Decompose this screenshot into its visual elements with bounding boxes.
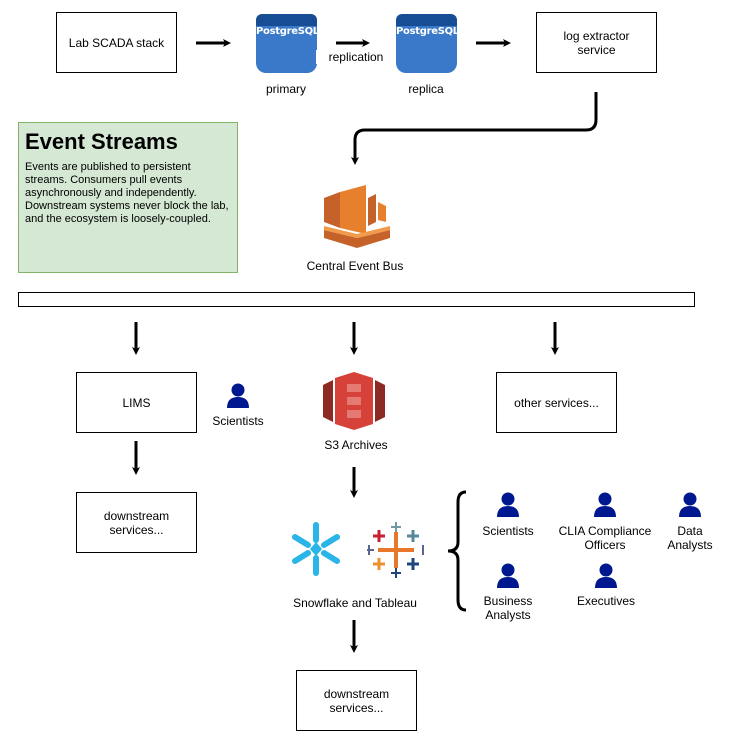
primary-label: primary <box>265 82 306 96</box>
s3-label: S3 Archives <box>324 438 388 452</box>
tableau-icon <box>367 522 424 578</box>
lab-scada-label: Lab SCADA stack <box>68 35 165 50</box>
event-bus-icon <box>324 185 390 248</box>
lims-scientists-label: Scientists <box>212 414 264 428</box>
executives-label: Executives <box>576 594 636 608</box>
snowflake-tableau-label: Snowflake and Tableau <box>293 596 417 610</box>
user-icon <box>497 492 519 517</box>
lab-scada-box: Lab SCADA stack <box>56 12 177 73</box>
user-icon <box>595 563 617 588</box>
postgres-replica-icon: PostgreSQL <box>396 14 459 73</box>
user-icon <box>594 492 616 517</box>
other-services-label: other services... <box>514 395 599 410</box>
scientists-label: Scientists <box>482 524 534 538</box>
note-body: Events are published to persistent strea… <box>25 161 229 225</box>
s3-bucket-icon <box>323 372 385 430</box>
postgres-primary-icon: PostgreSQL <box>256 14 319 73</box>
analytics-downstream-label: downstream services... <box>323 686 390 715</box>
postgres-replica-text: PostgreSQL <box>396 26 459 37</box>
note-title: Event Streams <box>25 129 178 154</box>
replica-label: replica <box>408 82 444 96</box>
data-analysts-label: Data Analysts <box>667 524 713 552</box>
log-extractor-label: log extractor service <box>563 28 630 57</box>
user-icon <box>227 383 249 408</box>
lims-box: LIMS <box>76 372 197 433</box>
analytics-downstream-box: downstream services... <box>296 670 417 731</box>
event-bus-label: Central Event Bus <box>306 259 404 273</box>
snowflake-icon <box>292 522 340 576</box>
event-bus-bar <box>18 292 695 307</box>
user-icon <box>497 563 519 588</box>
lims-label: LIMS <box>122 395 151 410</box>
lims-downstream-box: downstream services... <box>76 492 197 553</box>
log-extractor-box: log extractor service <box>536 12 657 73</box>
replication-label: replication <box>316 50 396 64</box>
user-icon <box>679 492 701 517</box>
lims-downstream-label: downstream services... <box>103 508 170 537</box>
arrow-extractor-to-bus <box>351 92 598 165</box>
business-analysts-label: Business Analysts <box>483 594 533 622</box>
postgres-primary-text: PostgreSQL <box>256 26 319 37</box>
other-services-box: other services... <box>496 372 617 433</box>
event-streams-note: Event Streams Events are published to pe… <box>18 122 238 273</box>
users-brace <box>447 490 467 612</box>
clia-officers-label: CLIA Compliance Officers <box>558 524 652 552</box>
